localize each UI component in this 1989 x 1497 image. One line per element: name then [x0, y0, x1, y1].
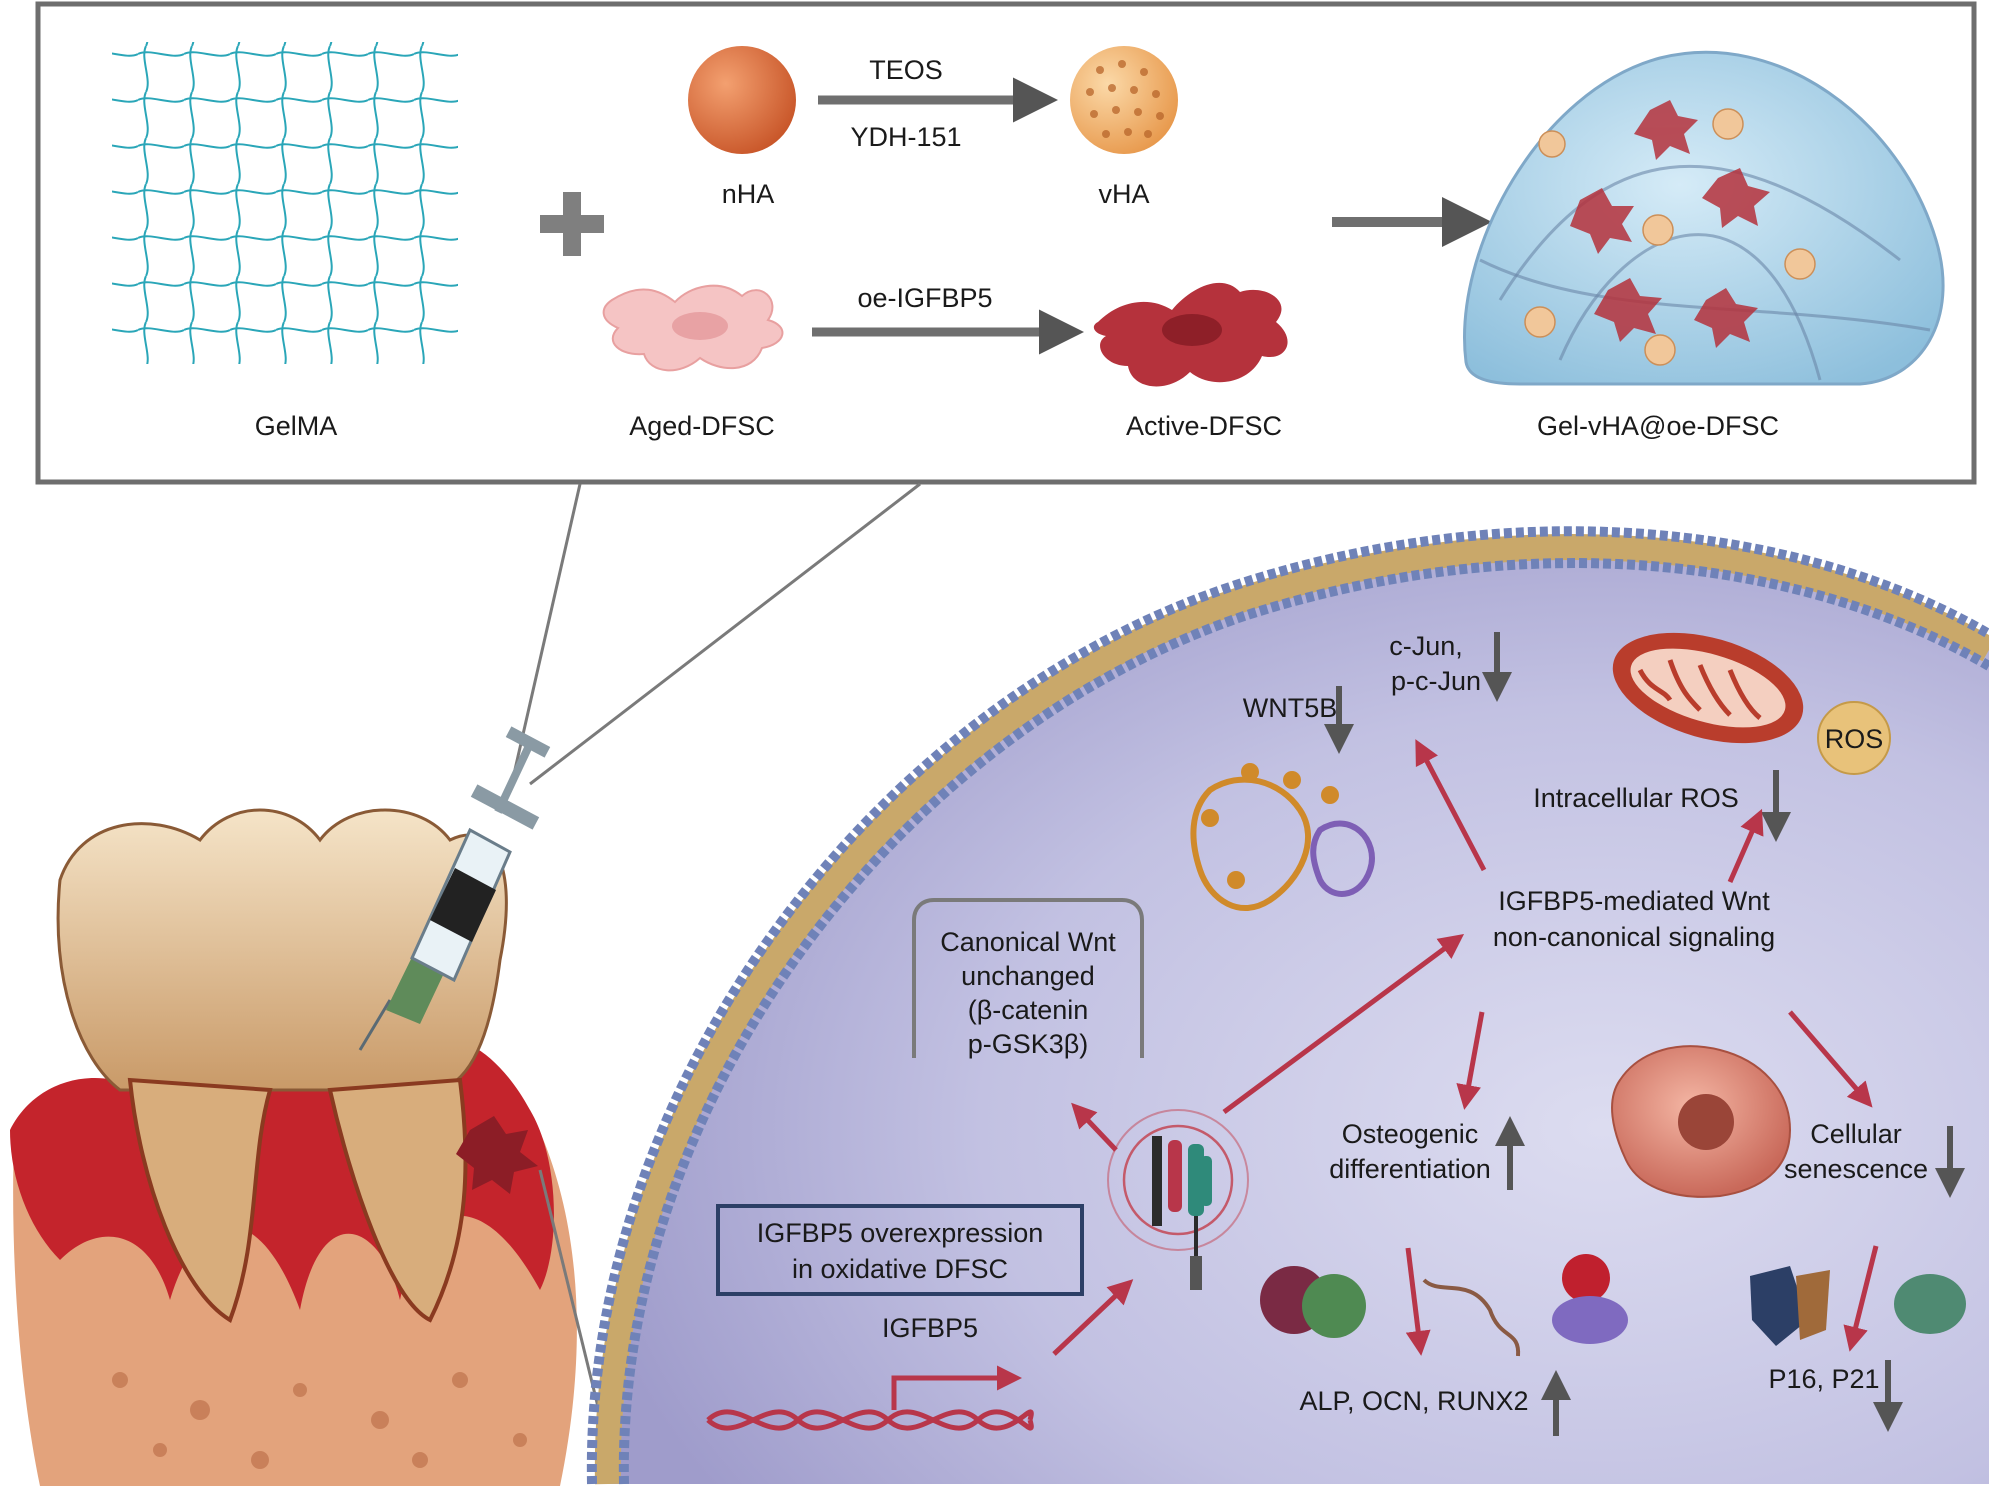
wnt5b-protein-icon: [1190, 763, 1375, 912]
ros-particle: [1817, 701, 1891, 775]
vha-label: vHA: [1098, 179, 1149, 209]
periodontal-lesion: [456, 1116, 538, 1194]
mitochondrion-icon: [1612, 632, 1804, 744]
nha-particle: [688, 46, 796, 154]
senescent-cell-icon: [1611, 1045, 1792, 1198]
canonical-line4: p-GSK3β): [968, 1029, 1089, 1059]
tooth-root-left: [127, 1077, 273, 1323]
gelma-label: GelMA: [255, 411, 338, 441]
arrow-receptor-to-canonical: [1071, 1102, 1118, 1152]
canonical-line3: (β-catenin: [968, 995, 1089, 1025]
arrow-to-senescence: [1788, 1010, 1873, 1108]
arrow-to-jun: [1415, 739, 1487, 872]
arrow-to-markers-left: [1405, 1247, 1431, 1356]
nha-label: nHA: [722, 179, 775, 209]
arrow-receptor-to-mediated: [1222, 934, 1465, 1115]
teos-label: TEOS: [869, 55, 943, 85]
tooth-crown: [56, 808, 508, 1092]
senescence-line2: senescence: [1784, 1154, 1928, 1184]
membrane-inner-beads: [618, 558, 1989, 1485]
cell-membrane: [594, 534, 1989, 1485]
p16-p21-proteins-icon: [1750, 1266, 1966, 1346]
receptor-complex-icon: [1107, 1109, 1249, 1290]
product-label: Gel-vHA@oe-DFSC: [1537, 411, 1779, 441]
overexpression-box: [716, 1204, 1084, 1296]
arrow-to-ros: [1727, 808, 1764, 884]
markers-label: ALP, OCN, RUNX2: [1299, 1386, 1528, 1416]
osteo-line1: Osteogenic: [1342, 1119, 1479, 1149]
intracellular-ros-label: Intracellular ROS: [1533, 783, 1739, 813]
zoom-line-left: [512, 483, 582, 775]
mediated-label-line2: non-canonical signaling: [1493, 922, 1775, 952]
ros-label: ROS: [1825, 724, 1884, 754]
c-jun-label: c-Jun,: [1389, 631, 1463, 661]
osteogenic-proteins-icon: [1260, 1254, 1628, 1357]
mediated-label-line1: IGFBP5-mediated Wnt: [1498, 886, 1770, 916]
p-c-jun-label: p-c-Jun: [1391, 666, 1481, 696]
plus-icon: [540, 192, 604, 256]
canonical-bracket: [912, 898, 1144, 1058]
arrow-gene-to-receptor: [1052, 1279, 1134, 1356]
senescence-line1: Cellular: [1810, 1119, 1902, 1149]
active-dfsc-label: Active-DFSC: [1126, 411, 1282, 441]
vha-particle: [1070, 46, 1178, 154]
canonical-line2: unchanged: [961, 961, 1095, 991]
ydh-label: YDH-151: [850, 122, 961, 152]
zoom-line-right: [529, 482, 921, 786]
igfbp5-gene-label: IGFBP5: [882, 1313, 978, 1343]
arrow-to-p16-p21: [1843, 1245, 1879, 1352]
lesion-pointer-line: [538, 1169, 602, 1416]
arrow-to-osteo: [1456, 1011, 1485, 1110]
active-dfsc-cell: [1093, 282, 1288, 387]
wnt5b-label: WNT5B: [1243, 693, 1338, 723]
tooth-scene: [10, 726, 602, 1486]
dna-helix-icon: [706, 1409, 1034, 1431]
gel-dome: [1463, 50, 1945, 386]
syringe-icon: [358, 726, 551, 1051]
p16-p21-label: P16, P21: [1768, 1364, 1879, 1394]
overexpression-line2: in oxidative DFSC: [792, 1254, 1008, 1284]
membrane-outer-beads: [586, 526, 1989, 1485]
gelma-mesh: [112, 42, 458, 364]
osteo-line2: differentiation: [1329, 1154, 1491, 1184]
cell-panel: c-Jun, p-c-Jun WNT5B ROS Intracellular R…: [586, 526, 1989, 1485]
top-panel: GelMA nHA TEOS YDH-151 vHA: [35, 1, 1977, 485]
overexpression-line1: IGFBP5 overexpression: [757, 1218, 1044, 1248]
oe-igfbp5-label: oe-IGFBP5: [857, 283, 992, 313]
aged-dfsc-label: Aged-DFSC: [629, 411, 775, 441]
aged-dfsc-cell: [602, 284, 784, 372]
transcription-start-arrow: [891, 1365, 1022, 1410]
canonical-line1: Canonical Wnt: [940, 927, 1116, 957]
